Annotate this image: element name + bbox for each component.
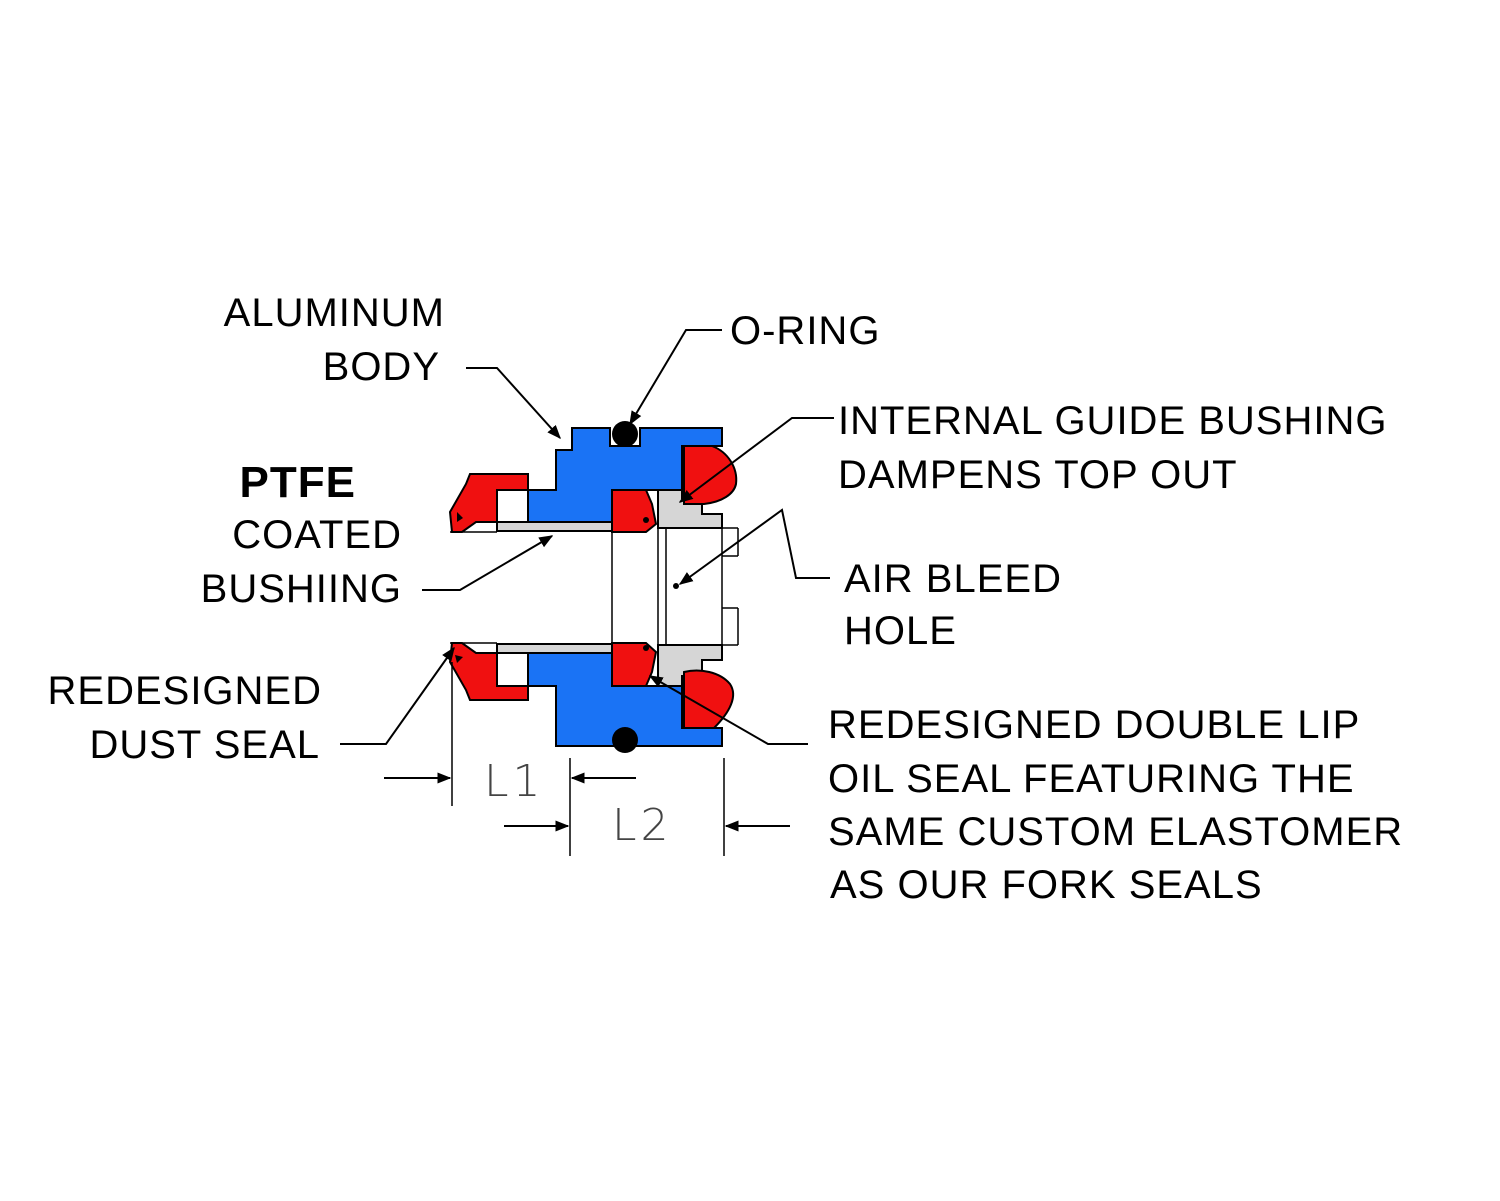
label-dust-seal-line2: DUST SEAL bbox=[89, 723, 320, 767]
label-aluminum-body-line1: ALUMINUM bbox=[224, 291, 445, 335]
dimension-l2: L2 bbox=[612, 800, 673, 851]
leader-o-ring bbox=[629, 329, 722, 426]
dimension-lines bbox=[384, 662, 790, 856]
leader-ptfe bbox=[422, 535, 554, 591]
outer-seal-upper bbox=[683, 445, 738, 505]
seals bbox=[448, 445, 738, 729]
label-air-bleed-line1: AIR BLEED bbox=[844, 557, 1062, 601]
leader-aluminum-body bbox=[466, 367, 561, 440]
label-o-ring: O-RING bbox=[730, 309, 880, 353]
label-ptfe-line2: COATED bbox=[232, 513, 402, 557]
oil-seal-lower bbox=[611, 642, 658, 687]
ptfe-bushing-shape bbox=[496, 521, 613, 654]
ptfe-bushing-upper bbox=[496, 521, 613, 532]
label-guide-bushing-line1: INTERNAL GUIDE BUSHING bbox=[838, 399, 1387, 443]
o-ring-lower bbox=[612, 727, 638, 753]
leader-oil-seal bbox=[648, 675, 808, 745]
label-ptfe-title: PTFE bbox=[240, 458, 356, 507]
outer-seal-lower bbox=[683, 669, 735, 729]
bore-lines bbox=[450, 527, 739, 646]
label-aluminum-body-line2: BODY bbox=[323, 345, 440, 389]
guide-bushing-shape bbox=[657, 489, 723, 687]
dust-seal-upper bbox=[448, 473, 529, 533]
label-dust-seal-line1: REDESIGNED bbox=[48, 669, 323, 713]
label-oil-seal-line1: REDESIGNED DOUBLE LIP bbox=[828, 703, 1360, 747]
aluminum-body-shape bbox=[496, 427, 723, 747]
label-ptfe-line3: BUSHIING bbox=[201, 567, 402, 611]
dust-seal-lower bbox=[448, 642, 529, 701]
label-oil-seal-line2: OIL SEAL FEATURING THE bbox=[828, 757, 1355, 801]
label-oil-seal-line4: AS OUR FORK SEALS bbox=[830, 863, 1263, 907]
oil-seal-upper bbox=[611, 489, 658, 533]
o-ring-upper bbox=[612, 421, 638, 447]
leader-air-bleed bbox=[678, 508, 830, 585]
leader-dust-seal bbox=[340, 646, 455, 745]
label-guide-bushing-line2: DAMPENS TOP OUT bbox=[838, 453, 1238, 497]
dimension-l1: L1 bbox=[484, 756, 545, 807]
ptfe-bushing-lower bbox=[496, 643, 613, 654]
label-air-bleed-line2: HOLE bbox=[844, 609, 957, 653]
leader-lines bbox=[340, 329, 834, 745]
leader-guide-bushing bbox=[678, 417, 834, 503]
label-oil-seal-line3: SAME CUSTOM ELASTOMER bbox=[828, 810, 1403, 854]
